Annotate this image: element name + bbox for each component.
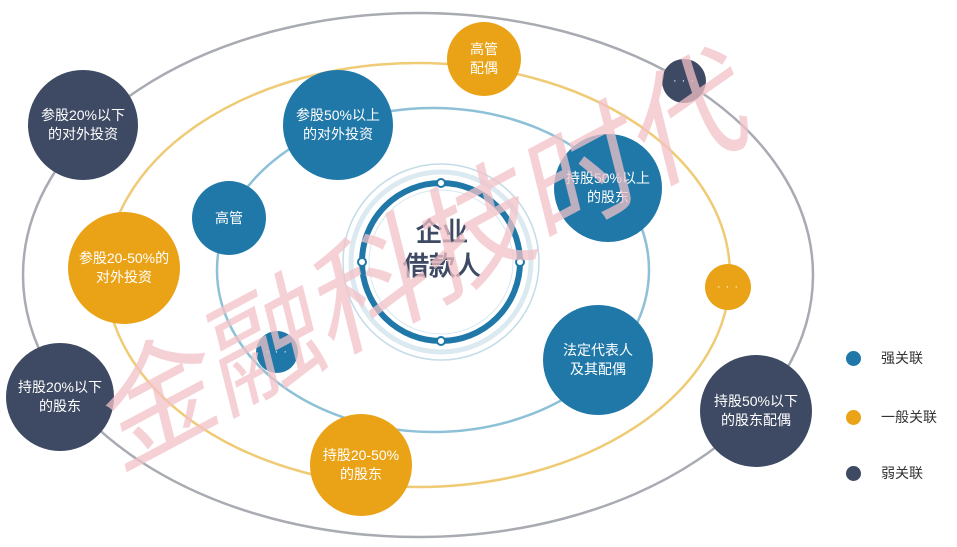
inner-orbit xyxy=(215,106,651,434)
node-invest-20-50: 参股20-50%的 对外投资 xyxy=(68,212,180,324)
legend-item-weak: 弱关联 xyxy=(846,463,923,483)
legend-label-weak: 弱关联 xyxy=(881,465,923,481)
legend-dot-weak xyxy=(846,465,861,481)
node-dots-right: · · · xyxy=(705,264,751,310)
node-hold-50-below-spouse: 持股50%以下 的股东配偶 xyxy=(700,355,812,467)
node-hold-20-below: 持股20%以下 的股东 xyxy=(6,343,114,451)
node-legal-rep-spouse: 法定代表人 及其配偶 xyxy=(543,305,653,415)
legend-item-normal: 一般关联 xyxy=(846,407,937,427)
outer-orbit xyxy=(21,11,815,539)
node-dots-inner-left: · · · xyxy=(256,331,298,373)
ring-marker-right xyxy=(515,257,525,267)
node-senior-mgmt: 高管 xyxy=(192,181,266,255)
legend-dot-normal xyxy=(846,409,861,425)
node-hold-20-50: 持股20-50% 的股东 xyxy=(310,414,412,516)
legend-item-strong: 强关联 xyxy=(846,348,923,368)
ring-marker-top xyxy=(436,178,446,188)
node-dots-top-right: · · · xyxy=(662,59,706,103)
node-invest-50-above: 参股50%以上 的对外投资 xyxy=(283,70,393,180)
legend-label-normal: 一般关联 xyxy=(881,409,937,425)
node-senior-mgmt-spouse: 高管 配偶 xyxy=(447,22,521,96)
node-invest-20-below: 参股20%以下 的对外投资 xyxy=(28,70,138,180)
ring-marker-left xyxy=(357,257,367,267)
node-hold-50-above: 持股50%以上 的股东 xyxy=(554,134,662,242)
legend-dot-strong xyxy=(846,350,861,366)
legend-label-strong: 强关联 xyxy=(881,350,923,366)
center-ring xyxy=(342,163,540,361)
center-borrower-label: 企业 借款人 xyxy=(402,217,481,281)
ring-marker-bottom xyxy=(436,336,446,346)
